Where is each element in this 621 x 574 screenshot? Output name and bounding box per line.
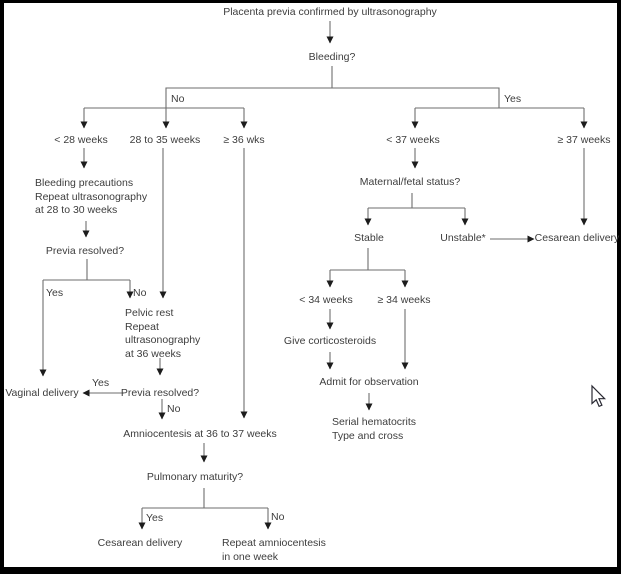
- edge-label-pulmonary-yes: Yes: [146, 512, 164, 524]
- node-vaginal-delivery: Vaginal delivery: [5, 387, 79, 399]
- connector: [43, 259, 130, 281]
- edge-label-previa1-yes: Yes: [46, 287, 64, 299]
- node-previa-resolved-2: Previa resolved?: [120, 387, 200, 399]
- node-maternal-fetal-status: Maternal/fetal status?: [359, 176, 461, 188]
- edge-label-no: No: [171, 93, 185, 105]
- node-amniocentesis: Amniocentesis at 36 to 37 weeks: [123, 428, 277, 440]
- node-gte-37-weeks: ≥ 37 weeks: [557, 134, 611, 146]
- node-lt-28-weeks: < 28 weeks: [54, 134, 108, 146]
- node-serial-hematocrits: Serial hematocrits Type and cross: [332, 416, 417, 442]
- mouse-cursor: [591, 384, 607, 408]
- node-root: Placenta previa confirmed by ultrasonogr…: [223, 6, 437, 18]
- node-gte-36-wks: ≥ 36 wks: [223, 134, 265, 146]
- node-pelvic-rest: Pelvic rest Repeat ultrasonography at 36…: [125, 307, 201, 360]
- node-pulmonary-maturity: Pulmonary maturity?: [146, 471, 244, 483]
- node-cesarean-delivery-left: Cesarean delivery: [97, 537, 183, 549]
- connector: [330, 248, 405, 271]
- node-bleeding-precautions: Bleeding precautions Repeat ultrasonogra…: [35, 177, 148, 216]
- node-give-corticosteroids: Give corticosteroids: [283, 335, 377, 347]
- node-cesarean-delivery-right: Cesarean delivery: [534, 232, 620, 244]
- node-28-to-35-weeks: 28 to 35 weeks: [129, 134, 201, 146]
- edge-label-previa2-yes: Yes: [92, 377, 110, 389]
- node-lt-37-weeks: < 37 weeks: [386, 134, 440, 146]
- node-stable: Stable: [354, 232, 384, 244]
- node-admit-for-observation: Admit for observation: [319, 376, 419, 388]
- connector: [368, 193, 465, 209]
- node-bleeding-question: Bleeding?: [308, 51, 356, 63]
- node-gte-34-weeks: ≥ 34 weeks: [377, 294, 431, 306]
- connector: [165, 87, 500, 108]
- edge-label-previa1-no: No: [133, 287, 147, 299]
- node-lt-34-weeks: < 34 weeks: [299, 294, 353, 306]
- edge-label-previa2-no: No: [167, 403, 181, 415]
- node-unstable: Unstable*: [440, 232, 486, 244]
- diagram-canvas: [4, 3, 617, 567]
- node-previa-resolved-1: Previa resolved?: [45, 245, 125, 257]
- edge-label-pulmonary-no: No: [271, 511, 285, 523]
- node-repeat-amniocentesis: Repeat amniocentesis in one week: [222, 537, 326, 563]
- edge-label-yes: Yes: [504, 93, 522, 105]
- connector: [142, 488, 268, 509]
